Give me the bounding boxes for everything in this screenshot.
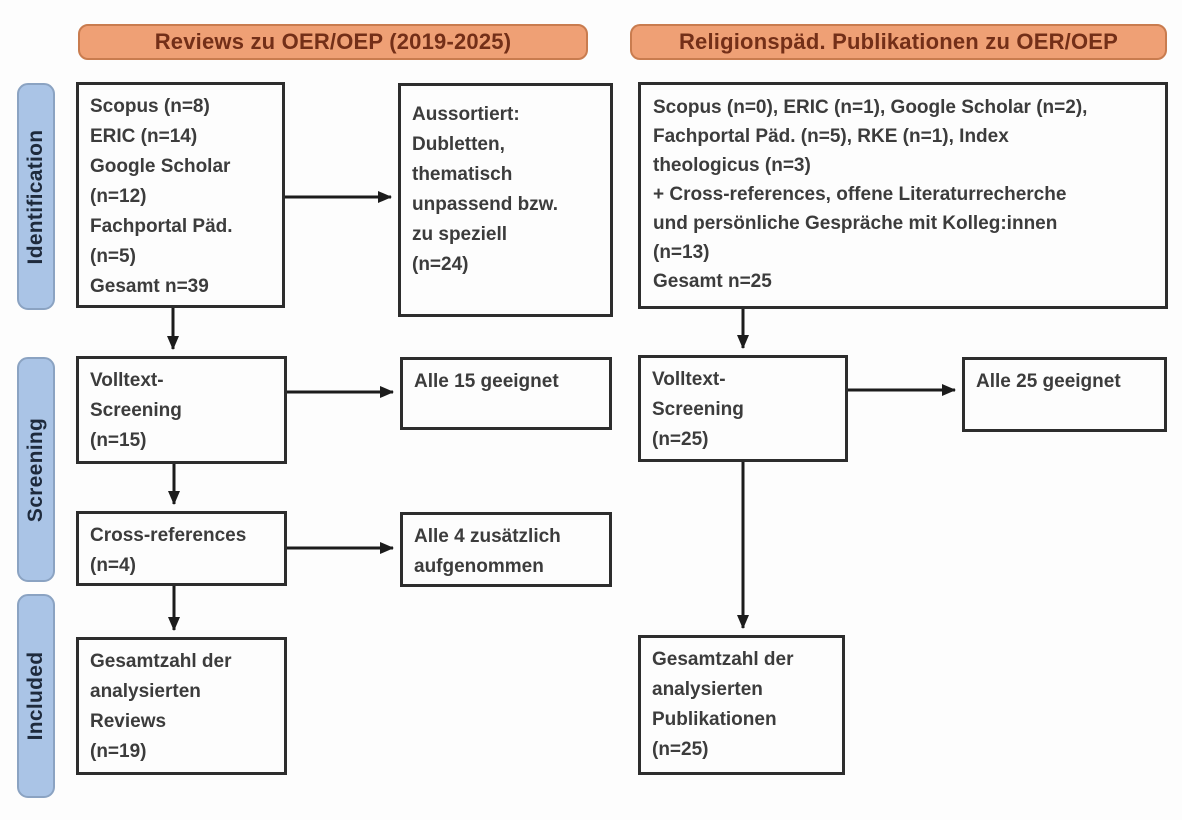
header-right-column: Religionspäd. Publikationen zu OER/OEP (630, 24, 1167, 60)
box-result-alle-4-aufgenommen: Alle 4 zusätzlich aufgenommen (400, 512, 612, 587)
stage-label-identification: Identification (24, 129, 47, 264)
box-right-fulltext-screening: Volltext- Screening (n=25) (638, 355, 848, 462)
box-right-included-total: Gesamtzahl der analysierten Publikatione… (638, 635, 845, 775)
stage-pill-included: Included (17, 594, 55, 798)
box-left-sources: Scopus (n=8) ERIC (n=14) Google Scholar … (76, 82, 285, 308)
stage-label-included: Included (24, 651, 47, 741)
stage-label-screening: Screening (24, 417, 47, 522)
box-result-alle-15-geeignet: Alle 15 geeignet (400, 357, 612, 430)
stage-pill-identification: Identification (17, 83, 55, 310)
stage-pill-screening: Screening (17, 357, 55, 582)
box-result-alle-25-geeignet: Alle 25 geeignet (962, 357, 1167, 432)
box-left-included-total: Gesamtzahl der analysierten Reviews (n=1… (76, 637, 287, 775)
box-left-excluded: Aussortiert: Dubletten, thematisch unpas… (398, 83, 613, 317)
box-left-fulltext-screening: Volltext- Screening (n=15) (76, 356, 287, 464)
box-left-crossreferences: Cross-references (n=4) (76, 511, 287, 586)
box-right-sources: Scopus (n=0), ERIC (n=1), Google Scholar… (638, 82, 1168, 309)
header-left-column: Reviews zu OER/OEP (2019-2025) (78, 24, 588, 60)
